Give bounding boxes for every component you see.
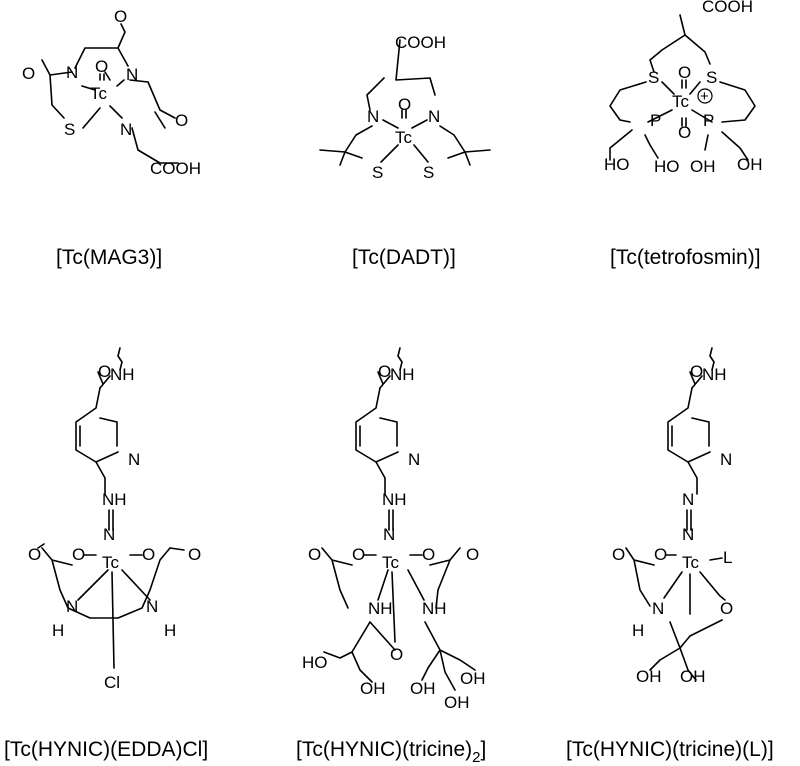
atom-tc: Tc bbox=[90, 84, 108, 103]
atom-h: H bbox=[164, 621, 176, 640]
caption-mag3: [Tc(MAG3)] bbox=[56, 246, 162, 269]
atom-o: O bbox=[678, 63, 691, 82]
atom-oh: OH bbox=[636, 667, 662, 686]
atom-o: O bbox=[175, 111, 188, 130]
atom-o: O bbox=[308, 545, 321, 564]
atom-ho: HO bbox=[654, 157, 680, 176]
atom-o: O bbox=[612, 545, 625, 564]
atom-nh: NH bbox=[368, 599, 393, 618]
atom-n: N bbox=[126, 65, 138, 84]
caption-tricine2-end: ] bbox=[481, 738, 487, 761]
atom-s: S bbox=[706, 68, 717, 87]
atom-o: O bbox=[398, 95, 411, 114]
atom-oh: OH bbox=[410, 679, 436, 698]
atom-n: N bbox=[408, 450, 420, 469]
atom-oh: OH bbox=[737, 155, 763, 174]
atom-s: S bbox=[423, 163, 434, 182]
atom-o: O bbox=[142, 545, 155, 564]
atom-n: N bbox=[383, 525, 395, 544]
atom-l: L bbox=[723, 548, 732, 567]
atom-cooh: COOH bbox=[702, 0, 753, 16]
caption-tricine2-sub: 2 bbox=[472, 749, 480, 766]
atom-o: O bbox=[690, 362, 703, 381]
atom-nh: NH bbox=[702, 365, 727, 384]
atom-n: N bbox=[682, 525, 694, 544]
atom-o: O bbox=[72, 545, 85, 564]
atom-tc: Tc bbox=[102, 553, 120, 572]
caption-tricine2-main: [Tc(HYNIC)(tricine) bbox=[296, 738, 472, 761]
atom-tc: Tc bbox=[672, 92, 690, 111]
atom-oh: OH bbox=[680, 667, 706, 686]
structure-tc-dadt: COOH N N O Tc S S [Tc(DADT)] bbox=[319, 33, 491, 269]
atom-p: P bbox=[650, 111, 661, 130]
atom-o: O bbox=[352, 545, 365, 564]
structure-tc-hynic-tricine-l: O NH N N N O O Tc L N O H OH OH [Tc(HYNI… bbox=[566, 347, 774, 761]
structure-tc-tetrofosmin: + COOH S S O Tc P P O HO HO OH OH [Tc(te… bbox=[604, 0, 763, 269]
atom-n: N bbox=[128, 450, 140, 469]
structure-tc-mag3: O O N O Tc N S N O COOH [Tc(MAG3)] bbox=[22, 7, 201, 269]
atom-o: O bbox=[422, 545, 435, 564]
atom-o: O bbox=[188, 545, 201, 564]
atom-o: O bbox=[654, 545, 667, 564]
atom-o: O bbox=[98, 362, 111, 381]
atom-s: S bbox=[648, 68, 659, 87]
caption-tricine2: [Tc(HYNIC)(tricine)2] bbox=[296, 738, 486, 766]
caption-tetrofosmin: [Tc(tetrofosmin)] bbox=[610, 246, 761, 269]
atom-n: N bbox=[146, 597, 158, 616]
atom-n: N bbox=[652, 599, 664, 618]
caption-tricine-l: [Tc(HYNIC)(tricine)(L)] bbox=[566, 738, 774, 761]
atom-n: N bbox=[682, 490, 694, 509]
charge-plus: + bbox=[700, 88, 709, 105]
atom-o: O bbox=[114, 7, 127, 26]
atom-tc: Tc bbox=[382, 553, 400, 572]
atom-n: N bbox=[66, 597, 78, 616]
caption-dadt: [Tc(DADT)] bbox=[352, 246, 456, 269]
atom-h: H bbox=[52, 621, 64, 640]
atom-n: N bbox=[120, 120, 132, 139]
atom-ho: HO bbox=[604, 155, 630, 174]
atom-nh: NH bbox=[110, 365, 135, 384]
structure-tc-hynic-tricine2: O NH N NH N O O Tc O O NH NH O HO OH OH … bbox=[296, 347, 486, 766]
atom-oh: OH bbox=[460, 669, 486, 688]
caption-edda: [Tc(HYNIC)(EDDA)Cl] bbox=[4, 738, 208, 761]
atom-tc: Tc bbox=[682, 553, 700, 572]
atom-ho: HO bbox=[302, 653, 328, 672]
atom-oh: OH bbox=[444, 693, 470, 712]
atom-o: O bbox=[466, 545, 479, 564]
atom-h: H bbox=[632, 621, 644, 640]
atom-nh: NH bbox=[422, 599, 447, 618]
atom-n: N bbox=[103, 525, 115, 544]
atom-nh: NH bbox=[382, 490, 407, 509]
atom-o: O bbox=[378, 362, 391, 381]
atom-o: O bbox=[720, 599, 733, 618]
atom-cl: Cl bbox=[104, 673, 120, 692]
atom-o: O bbox=[678, 123, 691, 142]
atom-s: S bbox=[64, 120, 75, 139]
atom-nh: NH bbox=[390, 365, 415, 384]
atom-n: N bbox=[428, 107, 440, 126]
atom-oh: OH bbox=[360, 679, 386, 698]
atom-o: O bbox=[95, 57, 108, 76]
atom-cooh: COOH bbox=[150, 159, 201, 178]
atom-oh: OH bbox=[690, 157, 716, 176]
atom-n: N bbox=[720, 450, 732, 469]
atom-n: N bbox=[66, 63, 78, 82]
structure-tc-hynic-edda: O NH N NH N O O Tc O O N N H H Cl [Tc(HY… bbox=[4, 347, 208, 761]
atom-o: O bbox=[390, 645, 403, 664]
atom-n: N bbox=[367, 107, 379, 126]
atom-s: S bbox=[372, 163, 383, 182]
atom-o: O bbox=[22, 64, 35, 83]
atom-p: P bbox=[703, 111, 714, 130]
atom-nh: NH bbox=[102, 490, 127, 509]
atom-cooh: COOH bbox=[395, 33, 446, 52]
atom-o: O bbox=[28, 545, 41, 564]
atom-tc: Tc bbox=[395, 128, 413, 147]
